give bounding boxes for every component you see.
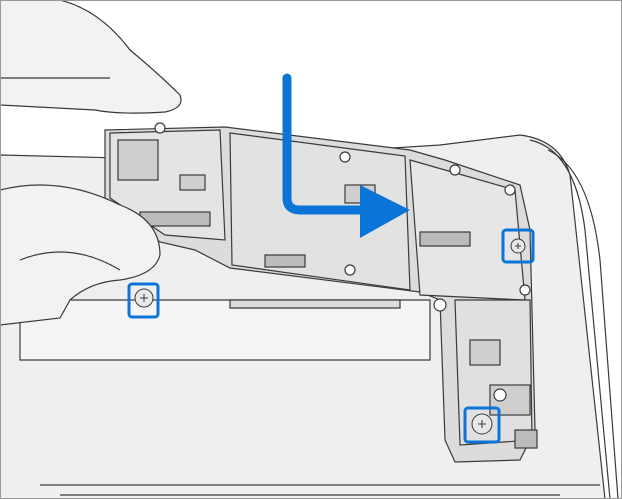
screw-highlight-left [127,282,160,319]
hand-bottom [0,184,161,326]
screw-highlight-right [501,228,535,264]
arrow-down-then-right-icon [282,73,410,238]
hand-top [0,0,182,114]
screw-highlight-bottom [463,406,501,444]
